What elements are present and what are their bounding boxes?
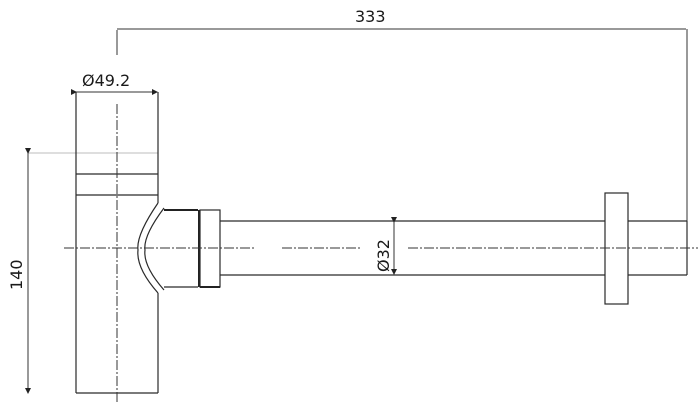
dimension-height: 140 <box>7 148 158 394</box>
trap-body <box>75 92 159 402</box>
pipe-diameter-label: Ø32 <box>374 239 393 272</box>
body-diameter-label: Ø49.2 <box>82 71 130 90</box>
height-label: 140 <box>7 259 26 290</box>
dimension-pipe-diameter: Ø32 <box>374 217 397 275</box>
dimension-body-diameter: Ø49.2 <box>71 71 158 95</box>
dimension-overall-length: 333 <box>116 7 688 248</box>
overall-length-label: 333 <box>355 7 386 26</box>
